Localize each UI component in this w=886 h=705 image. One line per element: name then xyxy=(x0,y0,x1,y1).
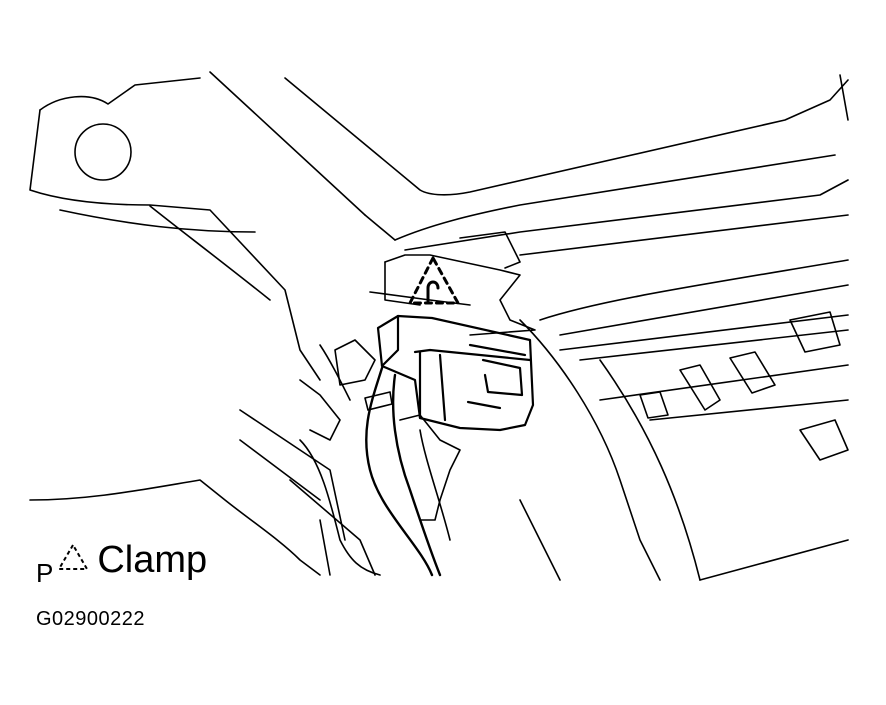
dashboard-housing xyxy=(209,71,849,581)
clamp-bracket xyxy=(369,231,536,336)
legend-clamp-label: Clamp xyxy=(97,539,208,581)
lower-panel xyxy=(29,339,381,576)
legend-prefix: P xyxy=(36,558,54,588)
dashed-triangle-clamp-icon xyxy=(57,543,90,570)
legend: P Clamp xyxy=(36,528,207,588)
wire-harness xyxy=(365,366,442,577)
figure-code: G02900222 xyxy=(36,608,146,630)
clamp-marker-icon xyxy=(408,256,460,305)
bracket-hole xyxy=(74,123,132,181)
wire-tape xyxy=(364,391,461,541)
mounting-bracket xyxy=(29,77,321,381)
wire-connector xyxy=(376,314,535,432)
